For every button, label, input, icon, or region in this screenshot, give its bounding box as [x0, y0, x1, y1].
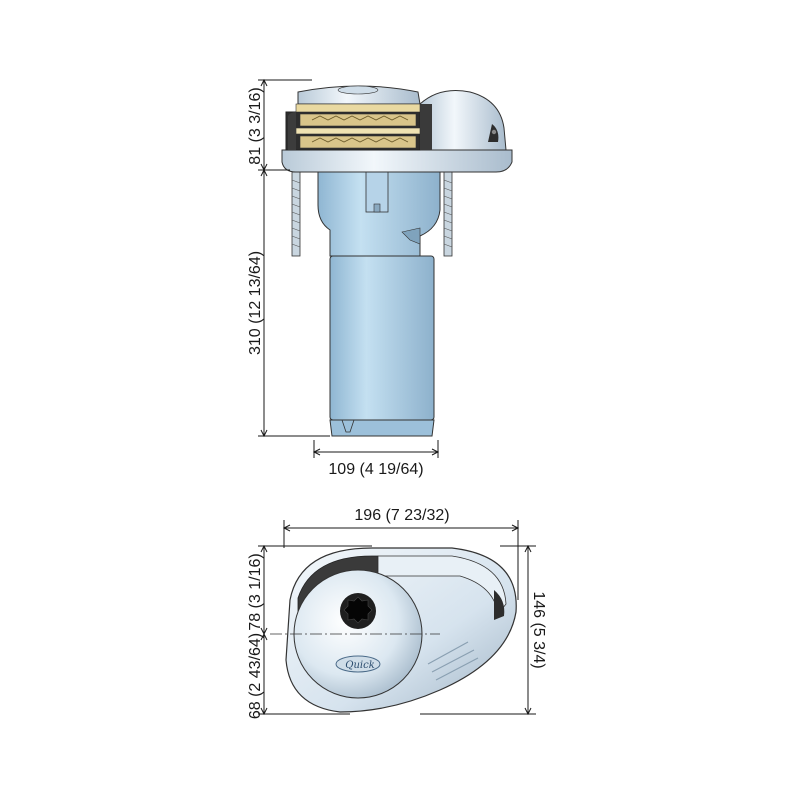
quick-logo-text: Quick [345, 660, 375, 671]
dim-motor-width: 109 (4 19/64) [328, 461, 423, 478]
side-view: 81 (3 3/16) 310 (12 13/64) 109 (4 19/64) [247, 78, 513, 478]
side-view-dimensions [258, 78, 440, 458]
top-view: Quick 196 (7 23/32) 78 (3 1 [247, 507, 547, 719]
motor-body [329, 255, 435, 437]
gearbox-body [317, 171, 441, 257]
top-view-dimensions [258, 520, 536, 716]
quick-logo: Quick [335, 655, 381, 673]
top-housing [285, 85, 507, 151]
dim-overall-depth: 146 (5 3/4) [530, 591, 547, 668]
deck-flange [281, 149, 513, 173]
dim-overall-width: 196 (7 23/32) [354, 507, 449, 524]
dim-motor-height: 310 (12 13/64) [247, 251, 264, 355]
dim-lower-half: 68 (2 43/64) [247, 633, 264, 719]
dim-top-height: 81 (3 3/16) [247, 87, 264, 164]
dim-upper-half: 78 (3 1/16) [247, 553, 264, 630]
